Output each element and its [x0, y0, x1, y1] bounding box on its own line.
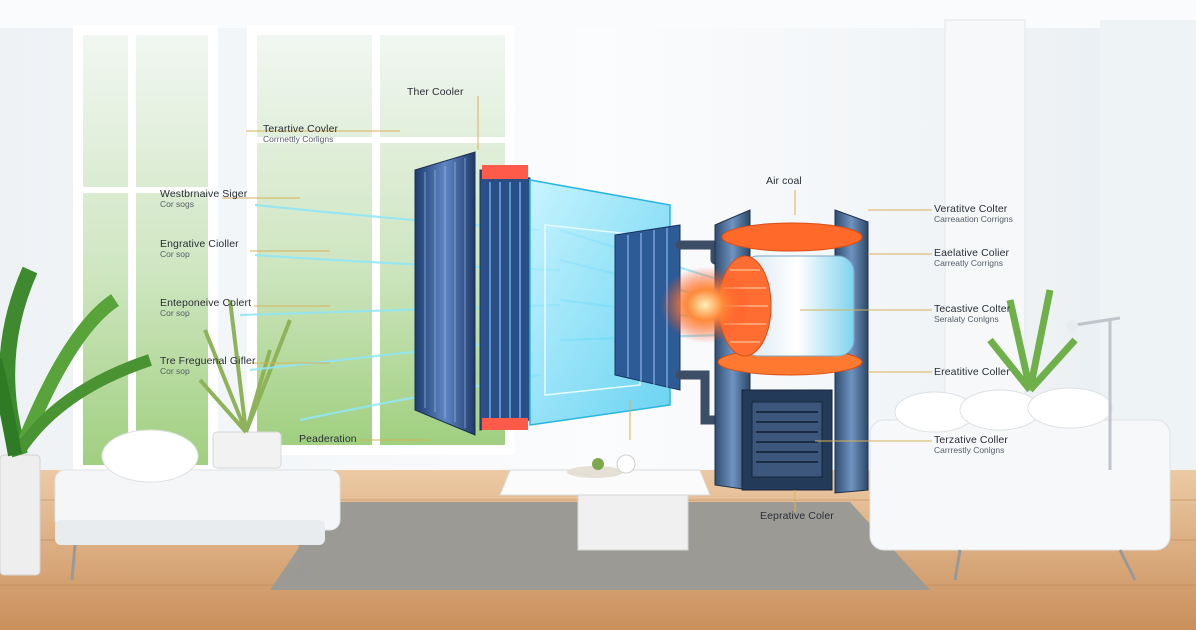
callout-subtitle: Carreatly Corrigns: [934, 258, 1003, 269]
callout-right-2: Eaelative Colier Carreatly Corrigns: [934, 247, 1009, 269]
callout-subtitle: Cor sop: [160, 366, 190, 377]
callout-air-coal: Air coal: [766, 175, 802, 187]
callout-subtitle: Cor sop: [160, 249, 190, 260]
leader-lines: [222, 96, 932, 512]
callout-title: Terzative Coller: [934, 434, 1008, 446]
filter-fin-panel: [414, 151, 476, 436]
callout-title: Tre Freguenal Gifler: [160, 355, 256, 367]
callout-subtitle: Cor sop: [160, 308, 190, 319]
potted-plant-window: [198, 299, 292, 469]
callout-subtitle: Corrnettly Corligns: [263, 134, 334, 145]
left-sofa: [54, 429, 341, 581]
floor-lamp: [1066, 316, 1121, 470]
callout-title: Ther Cooler: [407, 86, 464, 98]
callout-title: Eaelative Colier: [934, 247, 1010, 259]
rear-fin-panel: [614, 224, 681, 391]
callout-left-2: Engrative Cioller Cor sop: [160, 238, 239, 260]
callout-left-3: Enteponeive Colert Cor sop: [160, 297, 251, 319]
heating-ring-top: [721, 222, 863, 252]
right-sofa: [869, 387, 1171, 581]
callout-subtitle: Seralaty Conlgns: [934, 314, 999, 325]
heat-glow: [660, 267, 750, 343]
callout-title: Tecastive Colter: [934, 303, 1011, 315]
callout-bottom-left: Peaderation: [299, 433, 357, 445]
potted-plant-right: [987, 289, 1078, 393]
callout-right-5: Terzative Coller Carrrestly Conlgns: [934, 434, 1008, 456]
callout-title: Terartive Covler: [263, 123, 339, 135]
floor-plant-left: [0, 266, 152, 576]
callout-left-1: Westbrnaive Siger Cor sogs: [160, 188, 247, 210]
callout-bottom-right: Eeprative Coler: [760, 510, 834, 522]
callout-title: Peaderation: [299, 433, 357, 445]
callout-subtitle: Carreaation Corrigns: [934, 214, 1013, 225]
callout-title: Westbrnaive Siger: [160, 188, 248, 200]
callout-right-1: Veratitve Colter Carreaation Corrigns: [934, 203, 1013, 225]
evaporator-coil: [479, 165, 531, 431]
callout-title: Veratitve Colter: [934, 203, 1008, 215]
callout-right-4: Ereatitive Coller: [934, 366, 1010, 378]
callout-top-center: Ther Cooler: [407, 86, 464, 98]
callout-title: Eeprative Coler: [760, 510, 834, 522]
callout-title: Air coal: [766, 175, 802, 187]
callout-subtitle: Carrrestly Conlgns: [934, 445, 1005, 456]
callout-title: Ereatitive Coller: [934, 366, 1010, 378]
callout-left-4: Tre Freguenal Gifler Cor sop: [160, 355, 256, 377]
callout-subtitle: Cor sogs: [160, 199, 195, 210]
right-window-frame: [1100, 20, 1196, 480]
callout-top-left: Terartive Covler Corrnettly Corligns: [263, 123, 338, 145]
callout-title: Enteponeive Colert: [160, 297, 252, 309]
callout-right-3: Tecastive Colter Seralaty Conlgns: [934, 303, 1010, 325]
callout-title: Engrative Cioller: [160, 238, 239, 250]
coffee-table: [499, 454, 711, 551]
